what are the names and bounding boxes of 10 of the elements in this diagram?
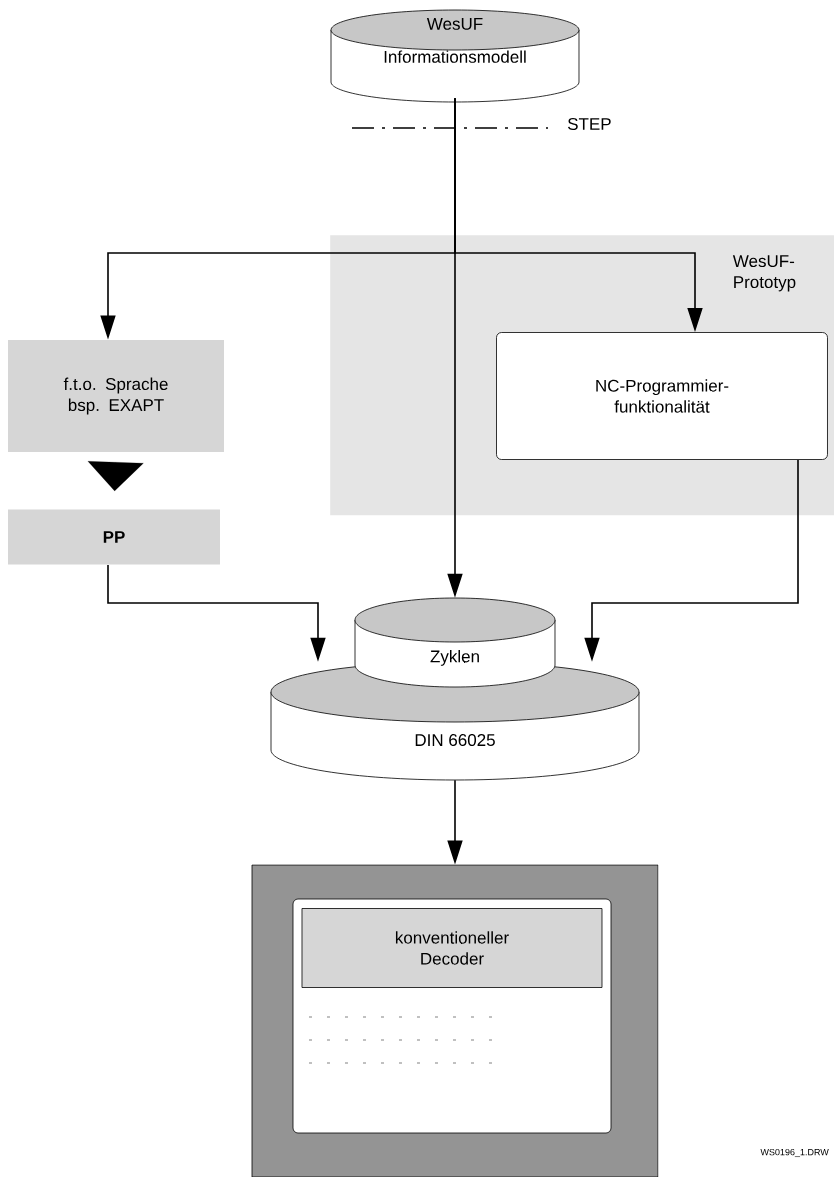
node-label: WesUF <box>426 18 483 30</box>
database-cylinder: WesUF Informationsmodell <box>330 9 580 103</box>
cycles-cylinder: Zyklen <box>354 597 556 688</box>
process-box: PP <box>8 509 220 565</box>
boundary-label: STEP <box>567 118 611 131</box>
process-box: f.t.o. Sprache bsp. EXAPT <box>8 340 224 452</box>
decoder-band: konventioneller Decoder <box>301 908 603 988</box>
process-box: NC-Programmier-funktionalität <box>496 332 828 460</box>
arrow <box>87 461 144 492</box>
file-name-text: WS0196_1.DRW <box>760 1148 829 1158</box>
